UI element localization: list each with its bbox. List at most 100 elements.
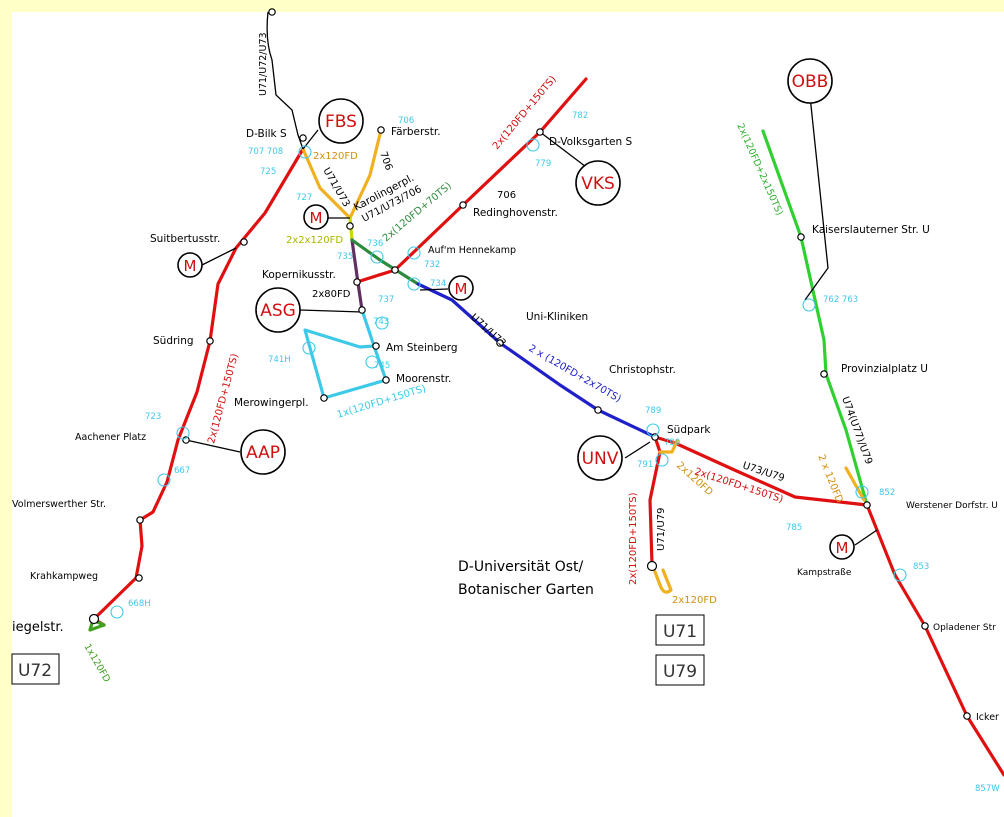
station-volmerswerther: Volmerswerther Str.	[12, 499, 106, 510]
svg-text:723: 723	[145, 412, 161, 422]
depot-aap: AAP	[240, 429, 286, 475]
depot-asg: ASG	[255, 287, 301, 333]
station-krahkampweg: Krahkampweg	[30, 571, 98, 582]
svg-text:M: M	[455, 280, 468, 298]
station-labels: D-Bilk S Färberstr. D-Volksgarten S Redi…	[12, 126, 999, 723]
svg-text:745: 745	[374, 361, 390, 371]
label-706-c: 706	[497, 190, 516, 201]
svg-text:741H: 741H	[268, 355, 291, 365]
label-2x80: 2x80FD	[312, 289, 351, 300]
svg-text:725: 725	[260, 167, 276, 177]
station-am-steinberg: Am Steinberg	[386, 342, 458, 354]
svg-text:M: M	[836, 539, 849, 557]
label-fbs-2x120: 2x120FD	[313, 151, 358, 162]
station-werstener-dorfstr: Werstener Dorfstr. U	[906, 501, 998, 511]
station-volksgarten: D-Volksgarten S	[549, 136, 633, 148]
m-marker-kampstrasse: M	[829, 534, 855, 560]
station-uni-ost-line1: D-Universität Ost/	[458, 559, 583, 575]
station-moorenstr: Moorenstr.	[396, 373, 451, 385]
aap-connector	[185, 439, 241, 453]
svg-text:M: M	[184, 257, 197, 275]
svg-text:762 763: 762 763	[823, 295, 858, 305]
svg-text:707 708: 707 708	[248, 147, 283, 157]
station-aachener-platz: Aachener Platz	[75, 432, 146, 443]
m-hennekamp-connector	[419, 288, 449, 291]
svg-text:667: 667	[174, 466, 190, 476]
olive-ziegel	[88, 618, 106, 632]
m-kamp-connector	[854, 529, 878, 546]
svg-text:852: 852	[879, 488, 895, 498]
svg-text:734: 734	[430, 279, 446, 289]
station-provinzialplatz: Provinzialplatz U	[841, 363, 928, 375]
station-opladener: Opladener Str	[933, 623, 996, 633]
svg-text:732: 732	[424, 260, 440, 270]
top-track	[266, 11, 304, 150]
orange-suedpark	[658, 439, 679, 454]
line-box-u71-u79: U71 U79	[655, 614, 705, 686]
orange-uni-loop	[650, 562, 673, 594]
cyan-markers	[110, 138, 907, 619]
svg-text:736: 736	[367, 239, 383, 249]
depot-fbs: FBS	[318, 98, 364, 144]
green-east-line	[761, 129, 869, 507]
station-merowingerpl: Merowingerpl.	[234, 397, 309, 409]
station-icker: Icker	[976, 712, 999, 723]
m-suitbertus-connector	[201, 247, 237, 266]
station-kopernikus: Kopernikusstr.	[262, 269, 336, 281]
station-faerberstr: Färberstr.	[391, 126, 441, 138]
red-suedpark-east	[653, 435, 869, 507]
svg-text:M: M	[310, 209, 323, 227]
svg-text:857W: 857W	[975, 784, 1000, 794]
svg-text:U79: U79	[663, 662, 697, 682]
label-u71-u79: U71/U79	[656, 508, 667, 551]
station-dots	[88, 8, 971, 720]
unv-connector	[624, 441, 651, 459]
svg-text:782: 782	[572, 111, 588, 121]
station-aufm-hennekamp: Auf'm Hennekamp	[428, 245, 516, 256]
label-loop-2x120: 2x120FD	[672, 595, 717, 606]
station-d-bilk: D-Bilk S	[246, 128, 287, 140]
station-uni-ost-line2: Botanischer Garten	[458, 582, 594, 598]
svg-text:735: 735	[337, 252, 353, 262]
m-marker-karolinger: M	[303, 204, 329, 230]
obb-connector	[804, 95, 829, 301]
station-christophstr: Christophstr.	[609, 364, 676, 376]
svg-text:791: 791	[637, 460, 653, 470]
svg-text:789: 789	[645, 406, 661, 416]
depot-unv: UNV	[577, 435, 623, 481]
blue-line	[416, 282, 657, 439]
svg-text:VKS: VKS	[581, 174, 615, 194]
svg-text:UNV: UNV	[582, 449, 619, 469]
orange-east	[844, 466, 866, 502]
svg-text:U72: U72	[18, 661, 52, 681]
station-suedring: Südring	[153, 335, 194, 347]
station-suitbertus: Suitbertusstr.	[150, 233, 220, 245]
station-kaiserslauterner: Kaiserslauterner Str. U	[812, 224, 930, 236]
svg-text:853: 853	[913, 562, 929, 572]
label-2x2x120: 2x2x120FD	[286, 235, 343, 246]
svg-text:668H: 668H	[128, 599, 151, 609]
depot-obb: OBB	[787, 58, 833, 104]
red-universitaet-branch	[648, 435, 662, 566]
svg-text:737: 737	[378, 295, 394, 305]
svg-text:727: 727	[296, 193, 312, 203]
svg-text:AAP: AAP	[246, 443, 280, 463]
m-marker-suitbertus: M	[177, 252, 203, 278]
depot-vks: VKS	[575, 160, 621, 206]
svg-text:ASG: ASG	[260, 301, 296, 321]
station-kampstrasse: Kampstraße	[797, 568, 852, 578]
svg-text:790: 790	[664, 438, 680, 448]
label-706-a: 706	[398, 116, 414, 126]
km-numbers: 782 707 708 779 725 727 735 736 732 734 …	[128, 111, 1000, 794]
label-unv-cap: 2x(120FD+150TS)	[628, 492, 639, 585]
svg-text:OBB: OBB	[792, 72, 829, 92]
station-uni-kliniken: Uni-Kliniken	[526, 311, 588, 323]
svg-text:779: 779	[535, 159, 551, 169]
m-marker-hennekamp: M	[448, 275, 474, 301]
line-box-u72: U72	[11, 653, 60, 685]
station-redinghoven: Redinghovenstr.	[473, 207, 558, 219]
label-top-u: U71/U72/U73	[258, 32, 269, 96]
svg-text:U71: U71	[663, 622, 697, 642]
station-suedpark: Südpark	[667, 424, 711, 436]
